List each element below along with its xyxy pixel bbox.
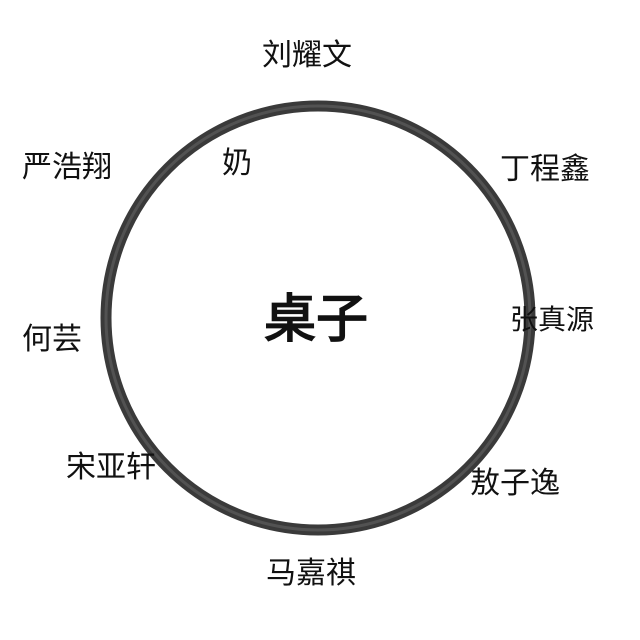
seat-label-upper-right: 丁程鑫: [500, 152, 590, 187]
seat-label-top: 刘耀文: [262, 38, 352, 73]
table-ring-highlight: [104, 104, 532, 532]
seat-label-lower-right: 敖子逸: [470, 466, 560, 501]
table-center-label: 桌子: [264, 290, 369, 350]
seat-label-upper-left: 严浩翔: [22, 150, 112, 185]
seat-label-right: 张真源: [510, 303, 595, 336]
seat-label-lower-left: 宋亚轩: [66, 450, 156, 485]
seat-label-bottom: 马嘉祺: [266, 556, 356, 591]
seat-label-left: 何芸: [22, 322, 82, 357]
annotation-label: 奶: [222, 146, 252, 181]
